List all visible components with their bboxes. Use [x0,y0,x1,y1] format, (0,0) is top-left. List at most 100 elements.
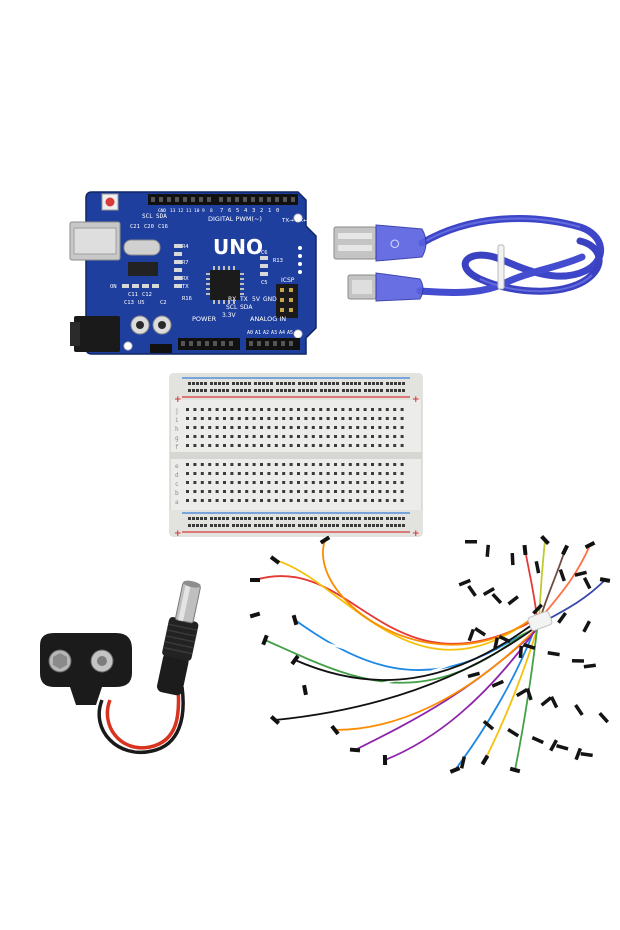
breadboard-hole [393,435,397,438]
breadboard-hole [400,417,404,420]
breadboard-hole [282,481,286,484]
breadboard-hole [400,444,404,447]
breadboard-hole [208,408,212,411]
breadboard-hole [348,417,352,420]
breadboard-hole [368,389,371,392]
breadboard-hole [346,517,349,520]
breadboard-hole [204,382,207,385]
breadboard-hole [311,435,315,438]
breadboard-hole [223,463,226,466]
row-letter: a [175,499,179,506]
breadboard-hole [341,444,345,447]
jumper-wire-pin [349,747,361,753]
breadboard-hole [371,463,374,466]
breadboard-hole [364,382,367,385]
breadboard-hole [302,524,305,527]
breadboard-hole [280,389,283,392]
breadboard-hole [398,382,401,385]
breadboard-hole [282,426,286,429]
breadboard-hole [214,389,217,392]
row-letter: f [175,444,179,451]
jumper-wire-pin [330,724,340,736]
breadboard-hole [356,472,360,475]
breadboard-hole [378,472,382,475]
breadboard-hole [304,435,308,438]
breadboard-hole [297,499,300,502]
breadboard-hole [376,389,379,392]
breadboard-hole [394,389,397,392]
breadboard-hole [218,524,221,527]
crystal [123,239,161,256]
icsp-header [276,284,298,318]
analog-pin-labels: A0 A1 A2 A3 A4 A5 [247,330,293,336]
breadboard-hole [237,463,241,466]
breadboard-hole [363,408,367,411]
breadboard-hole [245,426,249,429]
breadboard-hole [363,490,367,493]
breadboard-hole [304,481,308,484]
breadboard-hole [378,499,382,502]
breadboard-hole [215,499,219,502]
breadboard-hole [393,444,397,447]
breadboard-hole [332,517,335,520]
breadboard-hole [385,463,389,466]
breadboard-hole [188,382,191,385]
breadboard-hole [334,472,337,475]
breadboard-hole [311,444,315,447]
breadboard-hole [336,524,339,527]
digital-pin-label: 12 [178,208,184,214]
breadboard-hole [311,426,315,429]
breadboard-hole [188,389,191,392]
breadboard-hole [348,408,352,411]
jumper-wire-pin [582,577,592,590]
breadboard-hole [385,499,389,502]
jumper-wire-pin [474,627,487,637]
breadboard-hole [328,524,331,527]
label-tx-side: TX [182,284,189,290]
breadboard-hole [393,417,397,420]
jumper-wire-pin [493,637,499,650]
cable-tie [497,244,505,290]
breadboard-hole [200,417,204,420]
breadboard-hole [336,382,339,385]
breadboard-hole [304,490,308,493]
jumper-wire-pin [269,555,281,565]
breadboard-hole [215,463,219,466]
breadboard-hole [332,524,335,527]
breadboard-hole [341,499,345,502]
breadboard-hole [260,490,263,493]
breadboard-hole [393,481,397,484]
breadboard-hole [267,444,271,447]
plus-sign-top-right: + [412,395,420,405]
breadboard-hole [254,524,257,527]
breadboard-hole [385,408,389,411]
breadboard-hole [402,382,405,385]
breadboard-hole [237,499,241,502]
breadboard-hole [200,499,204,502]
breadboard-hole [223,435,226,438]
breadboard-hole [393,463,397,466]
dc-plug-strain-relief [157,652,189,696]
breadboard-hole [284,517,287,520]
breadboard-hole [314,382,317,385]
breadboard-hole [282,417,286,420]
breadboard-hole [356,435,360,438]
breadboard-hole [385,490,389,493]
breadboard-hole [245,463,249,466]
breadboard-hole [393,408,397,411]
jumper-wire-pin [458,578,472,587]
breadboard-hole [284,389,287,392]
mcu-chip [210,270,240,300]
plus-sign-top-left: + [174,395,182,405]
label-gnd: GND [263,296,277,303]
breadboard-hole [348,481,352,484]
breadboard-hole [188,517,191,520]
breadboard-hole [208,426,212,429]
jumper-wire-pin [290,654,300,666]
breadboard-hole [282,472,286,475]
breadboard-hole [398,389,401,392]
breadboard-hole [297,408,300,411]
breadboard-hole [311,408,315,411]
breadboard-hole [358,524,361,527]
breadboard-hole [270,517,273,520]
